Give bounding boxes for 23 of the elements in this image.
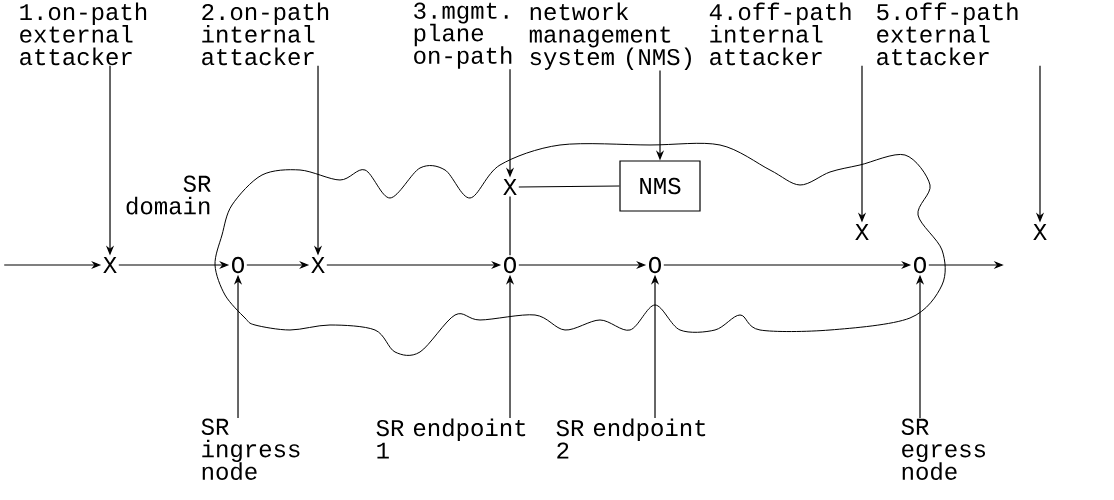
node-symbol: X [503,179,517,195]
node-symbol: O [649,256,661,274]
label-text: 3.mgmt. plane on-path [414,2,512,69]
label-text: SR endpoint 2 [556,418,706,459]
system-box: NMS [619,160,701,212]
node-symbol: O [232,256,244,274]
label-text: network management system (NMS) [529,2,691,70]
label-text: 4.off-path internal attacker [709,2,851,66]
label-text: SR endpoint 1 [376,418,526,459]
connector-line [518,185,620,188]
label-text: SR egress node [901,418,985,480]
label-text: 2.on-path internal attacker [202,2,329,66]
node-symbol: X [103,257,117,273]
label-text: SR ingress node [201,418,300,480]
node-symbol: X [1033,224,1047,240]
region-label: SR domain [126,175,211,215]
label-text: 1.on-path external attacker [20,2,147,66]
connector-line [509,195,511,256]
node-symbol: X [311,257,325,273]
node-symbol: O [504,256,516,274]
node-symbol: X [855,224,869,240]
node-symbol: O [914,256,926,274]
label-text: 5.off-path external attacker [877,2,1018,66]
